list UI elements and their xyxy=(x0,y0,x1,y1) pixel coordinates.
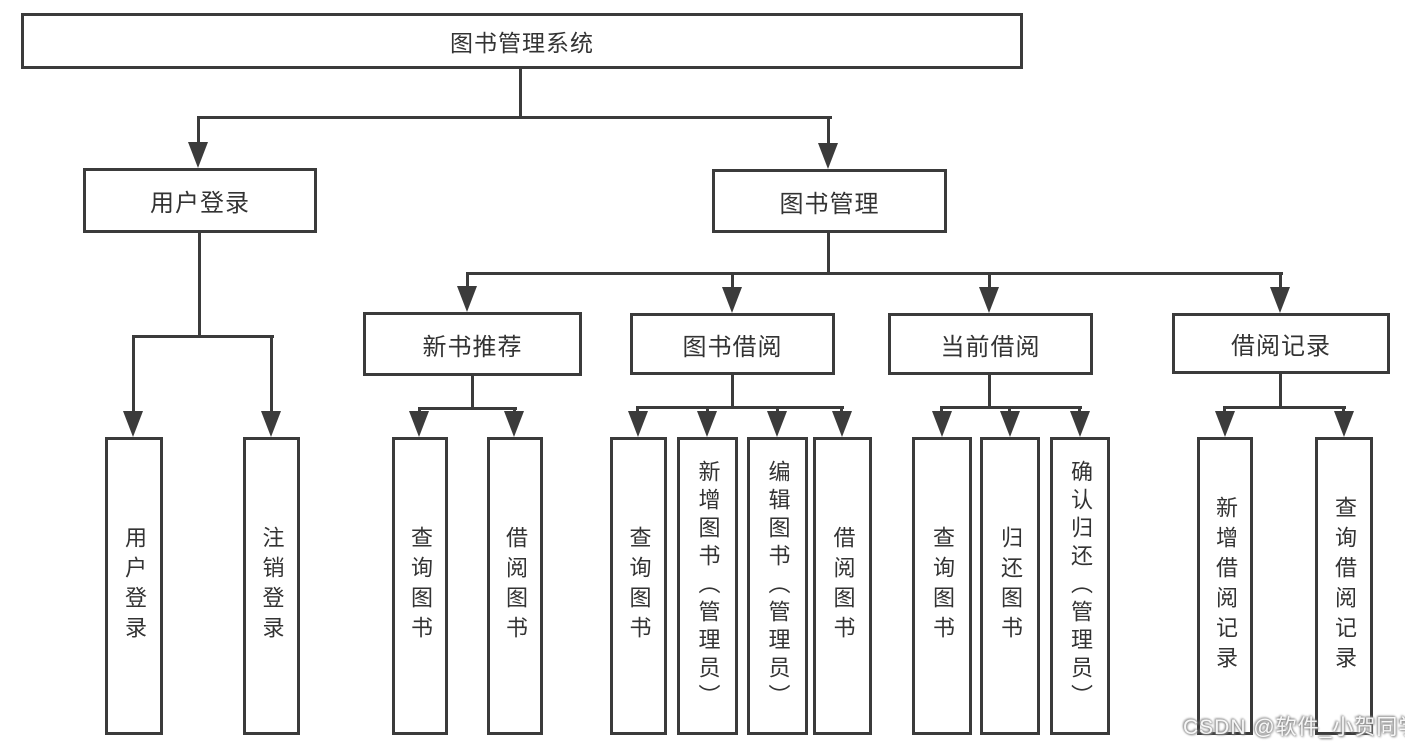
node-label: 用户登录 xyxy=(122,526,147,646)
arrowhead-down-icon xyxy=(504,411,524,437)
connector-line xyxy=(132,335,274,338)
node-label: 查询图书 xyxy=(408,526,433,646)
node-label: 借阅记录 xyxy=(1231,333,1331,360)
node-label: 新增图书（管理员） xyxy=(695,460,721,712)
arrowhead-down-icon xyxy=(722,287,742,313)
connector-line xyxy=(636,406,844,409)
leaf-return-book: 归还图书 xyxy=(980,437,1040,735)
node-label: 查询借阅记录 xyxy=(1332,496,1357,676)
node-label: 图书借阅 xyxy=(682,333,783,361)
leaf-query-borrow-record: 查询借阅记录 xyxy=(1315,437,1373,735)
node-label: 图书管理系统 xyxy=(450,30,594,56)
node-book-borrow: 图书借阅 xyxy=(630,313,835,375)
node-new-book-recommend: 新书推荐 xyxy=(363,312,582,376)
connector-line xyxy=(132,335,135,415)
connector-line xyxy=(418,407,421,414)
arrowhead-down-icon xyxy=(1334,411,1354,437)
node-label: 用户登录 xyxy=(150,190,250,217)
leaf-borrow-books-newbook: 借阅图书 xyxy=(487,437,543,735)
leaf-query-books-newbook: 查询图书 xyxy=(392,437,448,735)
node-label: 图书管理 xyxy=(779,190,880,218)
node-library-system: 图书管理系统 xyxy=(21,13,1023,69)
arrowhead-down-icon xyxy=(188,142,208,168)
connector-line xyxy=(776,406,779,414)
connector-line xyxy=(471,376,474,409)
arrowhead-down-icon xyxy=(697,411,717,437)
leaf-logout: 注销登录 xyxy=(243,437,300,735)
connector-line xyxy=(706,406,709,414)
connector-line xyxy=(466,272,469,289)
connector-line xyxy=(1223,406,1346,409)
connector-line xyxy=(418,407,517,410)
connector-line xyxy=(513,407,516,414)
node-book-management: 图书管理 xyxy=(712,169,947,233)
connector-line xyxy=(731,272,734,289)
connector-line xyxy=(1279,374,1282,408)
connector-line xyxy=(1078,406,1081,414)
leaf-add-book-admin: 新增图书（管理员） xyxy=(677,437,738,735)
leaf-add-borrow-record: 新增借阅记录 xyxy=(1197,437,1253,735)
arrowhead-down-icon xyxy=(1000,411,1020,437)
connector-line xyxy=(197,116,200,146)
connector-line xyxy=(940,406,943,414)
connector-line xyxy=(197,116,832,119)
connector-line xyxy=(940,406,1082,409)
arrowhead-down-icon xyxy=(409,411,429,437)
leaf-borrow-books-borrow: 借阅图书 xyxy=(813,437,872,735)
connector-line xyxy=(198,233,201,338)
csdn-watermark: CSDN @软件_小贺同学 xyxy=(1183,716,1405,739)
connector-line xyxy=(270,335,273,415)
arrowhead-down-icon xyxy=(628,411,648,437)
node-user-login: 用户登录 xyxy=(83,168,317,233)
node-label: 查询图书 xyxy=(930,526,955,646)
connector-line xyxy=(1342,406,1345,414)
node-label: 新书推荐 xyxy=(422,333,523,361)
connector-line xyxy=(988,272,991,289)
leaf-edit-book-admin: 编辑图书（管理员） xyxy=(747,437,808,735)
leaf-query-books-current: 查询图书 xyxy=(912,437,972,735)
node-label: 当前借阅 xyxy=(940,333,1041,361)
node-label: 编辑图书（管理员） xyxy=(765,460,791,712)
connector-line xyxy=(636,406,639,414)
connector-line xyxy=(1008,406,1011,414)
arrowhead-down-icon xyxy=(767,411,787,437)
connector-line xyxy=(988,375,991,408)
arrowhead-down-icon xyxy=(832,411,852,437)
arrowhead-down-icon xyxy=(1270,287,1290,313)
arrowhead-down-icon xyxy=(932,411,952,437)
connector-line xyxy=(466,272,1283,275)
arrowhead-down-icon xyxy=(818,143,838,169)
arrowhead-down-icon xyxy=(1070,411,1090,437)
connector-line xyxy=(519,67,522,118)
arrowhead-down-icon xyxy=(123,411,143,437)
connector-line xyxy=(1223,406,1226,414)
leaf-user-login: 用户登录 xyxy=(105,437,163,735)
connector-line xyxy=(827,233,830,275)
leaf-confirm-return-admin: 确认归还（管理员） xyxy=(1050,437,1110,735)
arrowhead-down-icon xyxy=(261,411,281,437)
arrowhead-down-icon xyxy=(1215,411,1235,437)
connector-line xyxy=(827,116,830,146)
node-label: 确认归还（管理员） xyxy=(1068,460,1093,712)
arrowhead-down-icon xyxy=(979,287,999,313)
node-label: 借阅图书 xyxy=(503,526,528,646)
node-borrow-records: 借阅记录 xyxy=(1172,313,1390,374)
node-label: 查询图书 xyxy=(626,526,652,646)
connector-line xyxy=(840,406,843,414)
node-label: 新增借阅记录 xyxy=(1213,496,1238,676)
node-label: 借阅图书 xyxy=(830,526,856,646)
node-label: 归还图书 xyxy=(998,526,1023,646)
leaf-query-books-borrow: 查询图书 xyxy=(610,437,667,735)
arrowhead-down-icon xyxy=(457,286,477,312)
node-current-borrow: 当前借阅 xyxy=(888,313,1093,375)
connector-line xyxy=(1279,272,1282,289)
connector-line xyxy=(731,375,734,408)
node-label: 注销登录 xyxy=(259,526,285,646)
